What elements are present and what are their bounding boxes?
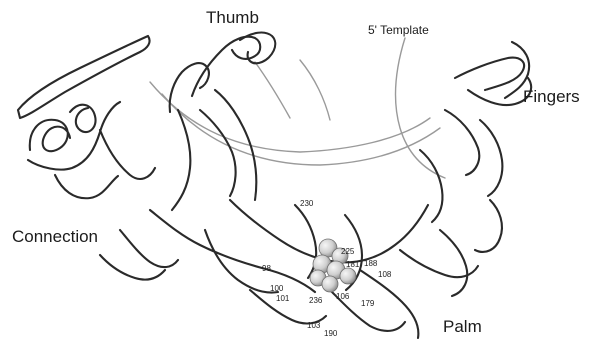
residue-230-label: 230 (300, 199, 313, 208)
residue-181-label: 181 (346, 260, 359, 269)
residue-108-label: 108 (378, 270, 391, 279)
residue-101-label: 101 (276, 294, 289, 303)
residue-106-label: 106 (336, 292, 349, 301)
residue-103-label: 103 (307, 321, 320, 330)
residue-98-label: 98 (262, 264, 271, 273)
connection-label: Connection (12, 227, 98, 247)
residue-100-label: 100 (270, 284, 283, 293)
residue-236-label: 236 (309, 296, 322, 305)
residue-188-label: 188 (364, 259, 377, 268)
fingers-label: Fingers (523, 87, 580, 107)
template-label: 5' Template (368, 23, 429, 37)
residue-179-label: 179 (361, 299, 374, 308)
template-strand (150, 38, 445, 178)
palm-label: Palm (443, 317, 482, 337)
thumb-label: Thumb (206, 8, 259, 28)
residue-225-label: 225 (341, 247, 354, 256)
residue-190-label: 190 (324, 329, 337, 338)
